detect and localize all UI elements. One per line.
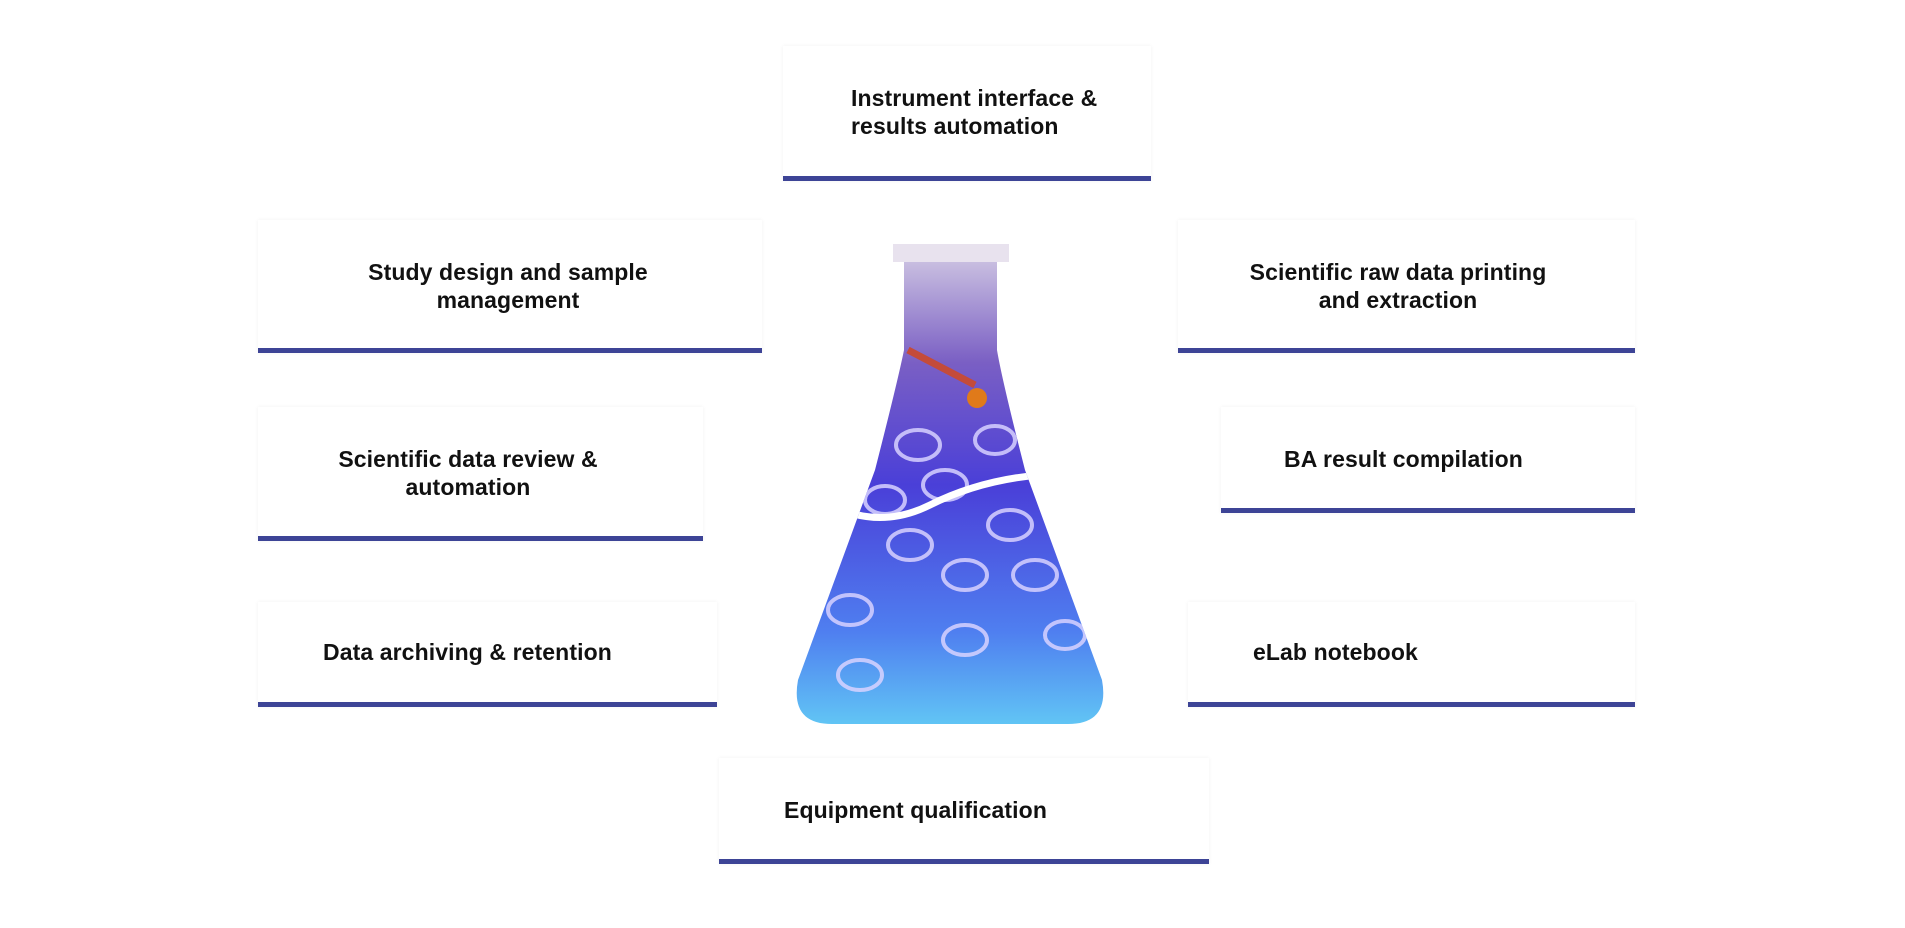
card-data-review: Scientific data review & automation [258, 407, 703, 541]
card-archiving: Data archiving & retention [258, 602, 717, 707]
card-ba-result: BA result compilation [1221, 407, 1635, 513]
card-label: Data archiving & retention [323, 639, 612, 665]
card-instrument: Instrument interface & results automatio… [783, 46, 1151, 181]
card-label: Equipment qualification [784, 797, 1047, 823]
card-label: Instrument interface & results automatio… [851, 85, 1098, 139]
card-label: BA result compilation [1284, 446, 1523, 472]
flask-illustration [796, 244, 1104, 724]
card-study-design: Study design and sample management [258, 220, 762, 353]
card-equipment: Equipment qualification [719, 758, 1209, 864]
card-label: eLab notebook [1253, 639, 1418, 665]
card-label: Scientific data review & automation [338, 446, 598, 500]
card-elab: eLab notebook [1188, 602, 1635, 707]
card-raw-data: Scientific raw data printing and extract… [1178, 220, 1635, 353]
card-label: Study design and sample management [368, 259, 648, 313]
card-label: Scientific raw data printing and extract… [1249, 259, 1547, 313]
